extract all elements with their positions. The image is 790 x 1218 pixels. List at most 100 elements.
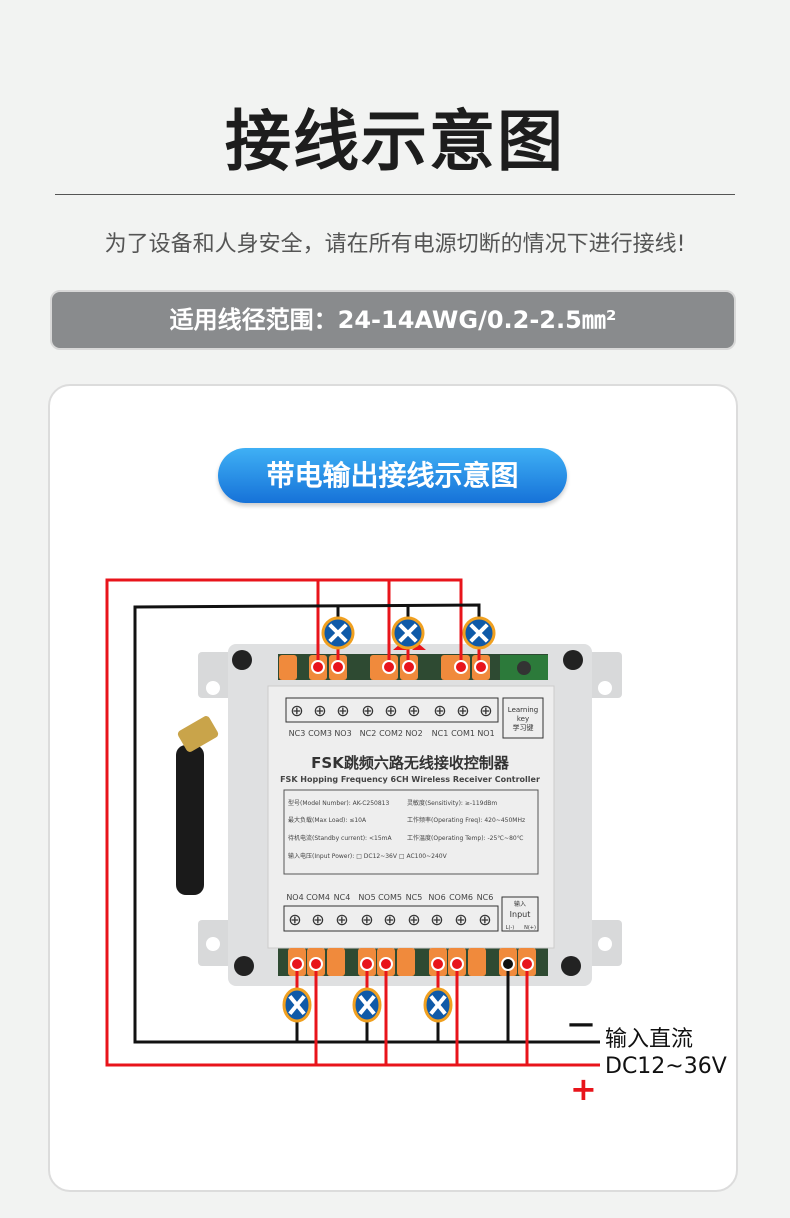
input-label: 输入 (514, 900, 526, 908)
terminal-dot (454, 660, 468, 674)
input-label: N(+) (524, 925, 536, 931)
terminal-label: COM5 (378, 893, 402, 902)
terminal-dot-negative (501, 957, 515, 971)
screw-icon: ⊕ (383, 910, 396, 929)
screw-icon: ⊕ (407, 701, 420, 720)
lamp-icon (321, 616, 355, 650)
terminal-dots (290, 660, 534, 971)
power-voltage: DC12~36V (605, 1054, 727, 1079)
terminal-dot (379, 957, 393, 971)
device-body (198, 644, 622, 986)
screw-icon: ⊕ (433, 701, 446, 720)
terminal-strip (285, 697, 499, 723)
terminal-label: NC1 (432, 729, 449, 738)
spec-text: 待机电流(Standby current): <15mA (288, 834, 392, 842)
terminal-label: NO3 (334, 729, 351, 738)
terminal-label: NO4 (286, 893, 303, 902)
terminal-dot (450, 957, 464, 971)
red-wire (105, 578, 600, 1067)
terminal-label: NC4 (334, 893, 351, 902)
terminal-dot (331, 660, 345, 674)
minus-sign: — (568, 1009, 594, 1039)
terminal-dot (520, 957, 534, 971)
terminal-dot (474, 660, 488, 674)
screw-icon: ⊕ (479, 701, 492, 720)
learning-key-box (502, 697, 544, 739)
terminal-dot (402, 660, 416, 674)
spec-text: 工作频率(Operating Freq): 420~450MHz (407, 816, 525, 824)
power-label: 输入直流 (605, 1027, 693, 1052)
terminal-label: COM6 (449, 893, 473, 902)
terminal-label: COM2 (379, 729, 403, 738)
lamp-icon (423, 987, 453, 1023)
input-box (501, 896, 539, 932)
spec-text: 灵敏度(Sensitivity): ≥-119dBm (407, 799, 497, 807)
screw-icon: ⊕ (430, 910, 443, 929)
lamps (282, 616, 496, 1023)
arrow-marker (412, 644, 426, 650)
wire-range-banner: 适用线径范围：24-14AWG/0.2-2.5㎜² (50, 290, 736, 350)
safety-notice: 为了设备和人身安全，请在所有电源切断的情况下进行接线! (104, 232, 686, 257)
terminal-block (327, 948, 345, 976)
terminal-label: NC5 (406, 893, 423, 902)
lamp-cross (398, 623, 418, 643)
learning-key-label: Learning (508, 706, 538, 714)
learning-button (517, 661, 531, 675)
input-label: Input (510, 910, 531, 919)
terminal-label: COM4 (306, 893, 330, 902)
screw-icon: ⊕ (313, 701, 326, 720)
device-label: ⊕NC3⊕COM3⊕NO3⊕NC2⊕COM2⊕NO2⊕NC1⊕COM1⊕NO1L… (280, 697, 544, 932)
screw-icon: ⊕ (290, 701, 303, 720)
lamp-icon (282, 987, 312, 1023)
input-label: L(-) (506, 925, 515, 931)
screw-icon: ⊕ (360, 910, 373, 929)
screw-icon: ⊕ (407, 910, 420, 929)
screw-icon: ⊕ (454, 910, 467, 929)
lamp-icon (352, 987, 382, 1023)
screw-icon: ⊕ (478, 910, 491, 929)
terminal-label: COM3 (308, 729, 332, 738)
terminal-label: NO2 (405, 729, 422, 738)
terminal-block (279, 655, 297, 680)
lamp-icon (391, 616, 425, 650)
screw-icon: ⊕ (456, 701, 469, 720)
page-title: 接线示意图 (225, 103, 565, 180)
terminal-block (397, 948, 415, 976)
terminal-dot (309, 957, 323, 971)
screw-icon: ⊕ (336, 701, 349, 720)
screw-icon: ⊕ (288, 910, 301, 929)
divider (55, 194, 735, 195)
lamp-cross (429, 994, 447, 1016)
lamp-icon (462, 616, 496, 650)
learning-key-label: key (517, 715, 529, 723)
lamp-cross (358, 994, 376, 1016)
terminal-label: NO6 (428, 893, 445, 902)
spec-text: 最大负载(Max Load): ≤10A (288, 816, 367, 824)
spec-text: 型号(Model Number): AK-C250813 (288, 799, 389, 807)
lamp-cross (469, 623, 489, 643)
terminal-dot (382, 660, 396, 674)
terminal-label: NC3 (289, 729, 306, 738)
terminal-label: NO1 (477, 729, 494, 738)
terminal-dot (360, 957, 374, 971)
device-name-en: FSK Hopping Frequency 6CH Wireless Recei… (280, 775, 540, 784)
screw-icon: ⊕ (335, 910, 348, 929)
plus-sign: + (570, 1070, 597, 1108)
terminal-dot (290, 957, 304, 971)
screw-icon: ⊕ (311, 910, 324, 929)
screw-icon: ⊕ (384, 701, 397, 720)
device-name-cn: FSK跳频六路无线接收控制器 (311, 754, 510, 772)
lamp-cross (328, 623, 348, 643)
terminal-label: NO5 (358, 893, 375, 902)
terminal-label: COM1 (451, 729, 475, 738)
diagram-title: 带电输出接线示意图 (218, 448, 567, 503)
spec-text: 工作温度(Operating Temp): -25℃~80℃ (407, 834, 524, 842)
lamp-cross (288, 994, 306, 1016)
terminal-block (468, 948, 486, 976)
spec-text: 输入电压(Input Power): □ DC12~36V □ AC100~24… (288, 852, 448, 860)
terminal-dot (431, 957, 445, 971)
terminal-strip (283, 905, 499, 932)
antenna (176, 716, 219, 895)
terminal-label: NC2 (360, 729, 377, 738)
